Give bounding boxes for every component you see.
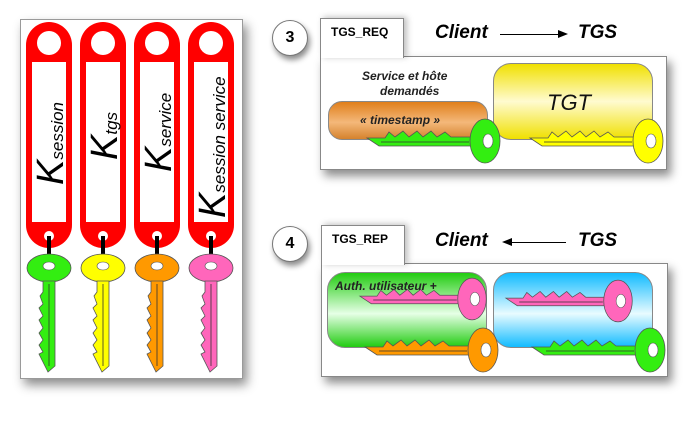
- tag-hole: [145, 31, 169, 55]
- session-key-green: [365, 118, 501, 164]
- service-session-key-pink: [358, 277, 487, 321]
- key-blade: [528, 130, 635, 147]
- key-hole: [482, 133, 494, 149]
- key-icon: [26, 253, 72, 373]
- step-3-to: TGS: [578, 22, 618, 43]
- key-blade: [38, 280, 56, 373]
- tgs-rep-tab: TGS_REP: [321, 225, 405, 265]
- key-icon: [134, 253, 180, 373]
- step-3-badge: 3: [272, 20, 308, 56]
- step-3-caption-line1: Service et hôte: [362, 69, 448, 83]
- step-3-caption-line2: demandés: [380, 84, 440, 98]
- key-tag-session-service: [188, 22, 234, 373]
- key-hole: [204, 261, 218, 271]
- step-3-arrow-head: [558, 30, 568, 38]
- key-blade: [358, 288, 460, 305]
- key-hole: [469, 292, 480, 306]
- step-3-arrow-line: [500, 34, 560, 35]
- step-3-from: Client: [435, 22, 488, 43]
- ring-link: [155, 236, 159, 268]
- key-icon: [188, 253, 234, 373]
- step-4-arrow-head: [502, 238, 512, 246]
- key-hole: [645, 133, 657, 149]
- key-blade: [365, 130, 472, 147]
- tgt-label: TGT: [547, 90, 591, 115]
- key-icon: [80, 253, 126, 373]
- step-4-badge: 4: [272, 226, 308, 262]
- key-blade: [92, 280, 110, 373]
- tgs-req-tab: TGS_REQ: [320, 18, 404, 58]
- tag-label-window: [140, 62, 174, 222]
- key-blade: [504, 290, 606, 307]
- user-auth-label: Auth. utilisateur +: [335, 279, 437, 293]
- tag-label-window: [32, 62, 66, 222]
- ring-link: [101, 236, 105, 268]
- key-blade: [363, 339, 470, 356]
- timestamp-label: « timestamp »: [360, 113, 441, 127]
- step-4-to: TGS: [578, 230, 618, 251]
- key-hole: [42, 261, 56, 271]
- tgs-key-yellow: [528, 118, 664, 164]
- key-hole: [96, 261, 110, 271]
- key-blade: [200, 280, 218, 373]
- key-hole: [647, 342, 659, 358]
- key-hole: [480, 342, 492, 358]
- key-tag-service: [134, 22, 180, 373]
- tag-label-window: [194, 62, 228, 222]
- step-4-arrow-line: [510, 242, 566, 243]
- service-key-green: [530, 327, 666, 373]
- session-key-orange: [363, 327, 499, 373]
- key-hole: [150, 261, 164, 271]
- key-blade: [530, 339, 637, 356]
- key-tag-session: [26, 22, 72, 373]
- key-blade: [146, 280, 164, 373]
- step-4-from: Client: [435, 230, 488, 251]
- tag-hole: [91, 31, 115, 55]
- tag-label-window: [86, 62, 120, 222]
- key-hole: [615, 294, 626, 308]
- tag-hole: [199, 31, 223, 55]
- key-tag-tgs: [80, 22, 126, 373]
- ring-link: [47, 236, 51, 268]
- tag-hole: [37, 31, 61, 55]
- ring-link: [209, 236, 213, 268]
- service-session-key-pink-encrypted: [504, 279, 633, 323]
